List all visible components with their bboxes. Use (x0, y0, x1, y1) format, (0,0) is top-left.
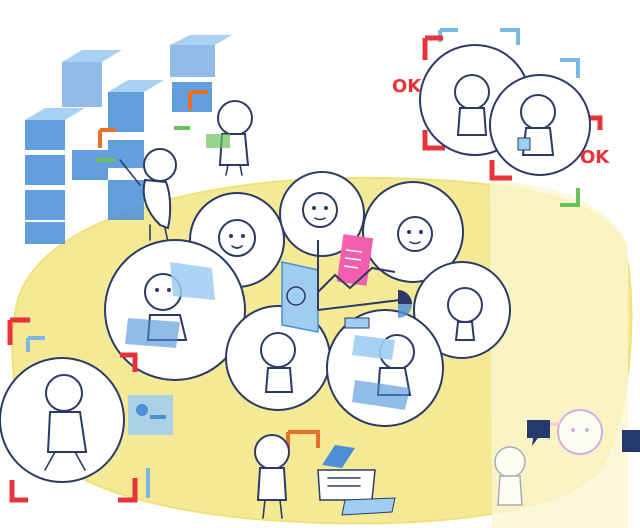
character-walking-frame (0, 317, 173, 503)
character-climbing (119, 148, 177, 243)
laptop-icon (170, 262, 215, 300)
character-reading (206, 100, 253, 176)
line-chart-icon (317, 266, 396, 293)
center-analytics (281, 234, 412, 333)
device-panels (125, 262, 410, 410)
bottom-right-sketches (494, 409, 603, 506)
cube-stack-left (25, 35, 232, 244)
chat-bubble-icon (527, 420, 550, 446)
pie-chart-icon (286, 286, 306, 306)
ok-label-right: OK (580, 147, 610, 168)
ok-verification-group: OK OK (392, 28, 610, 207)
character-presenting (254, 430, 396, 519)
ok-label-left: OK (392, 76, 422, 97)
book-icon (206, 134, 230, 148)
chat-bubbles (527, 420, 640, 452)
document-icon (281, 261, 319, 333)
